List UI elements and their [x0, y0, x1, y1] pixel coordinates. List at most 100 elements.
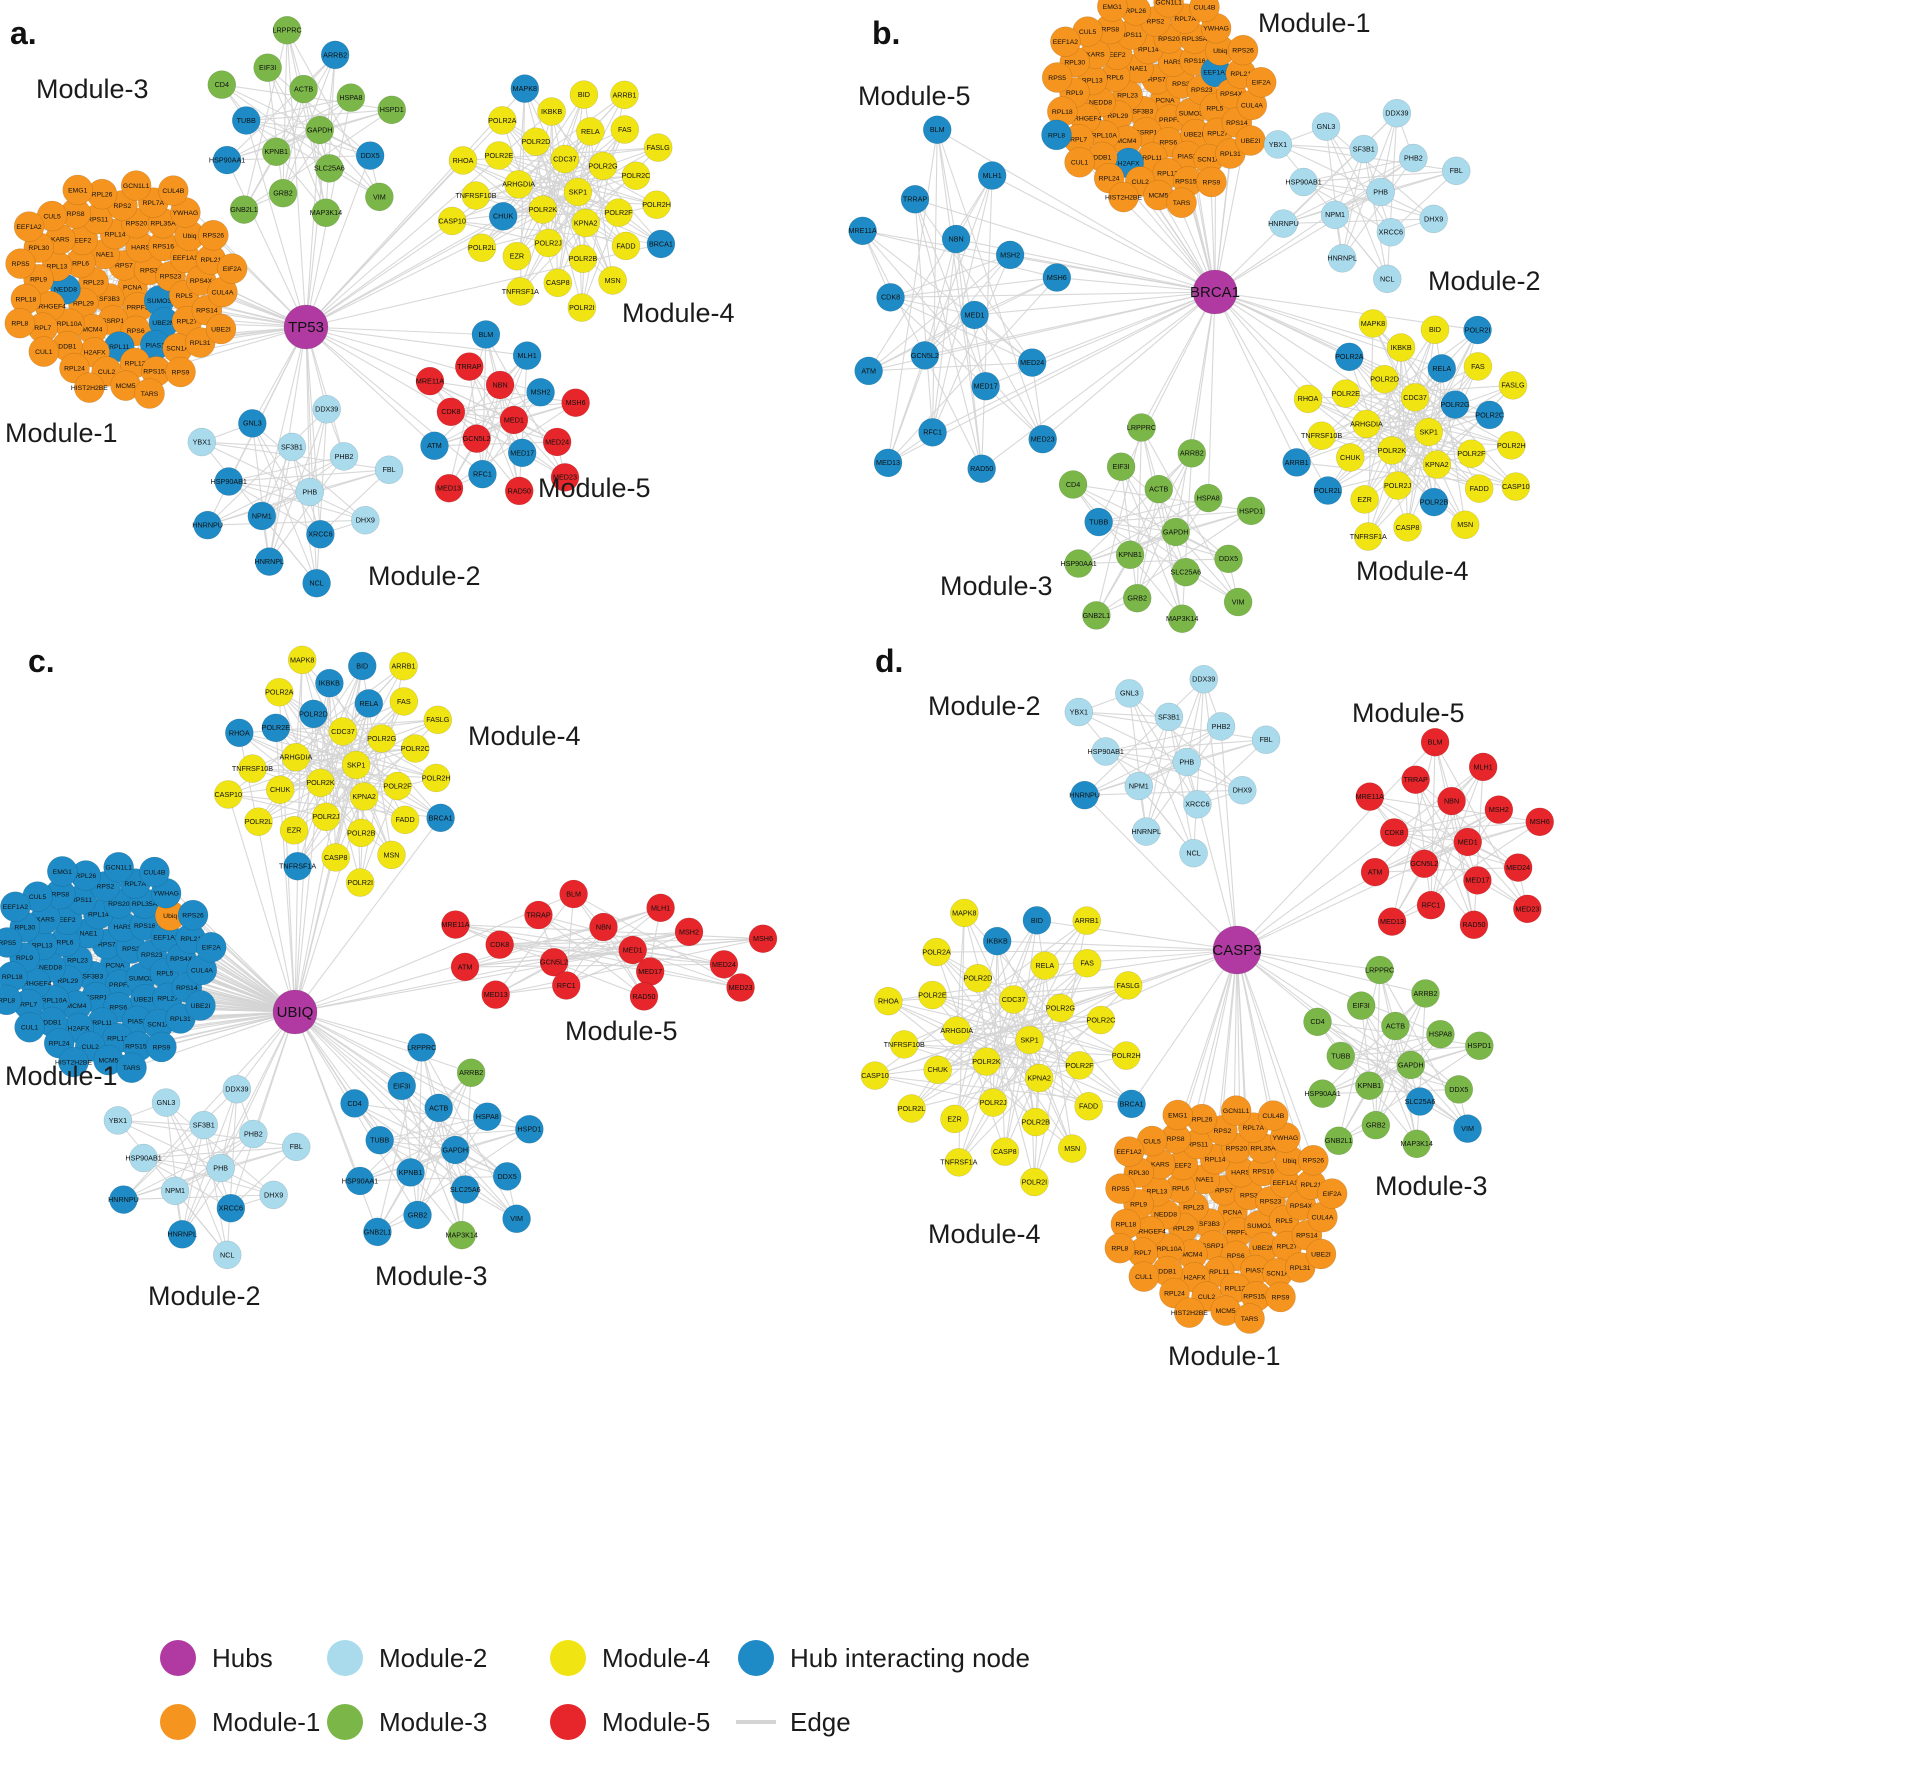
edge — [181, 1133, 254, 1235]
gene-node-EMG1 — [47, 856, 78, 887]
edge — [354, 1102, 517, 1220]
panel-letter-c: c. — [28, 643, 55, 679]
gene-node-RPS5 — [0, 927, 23, 958]
legend-label: Module-2 — [379, 1643, 487, 1673]
gene-node-CUL4B — [1258, 1100, 1289, 1131]
gene-node-KPNA2 — [1422, 450, 1452, 479]
gene-node-BLM — [471, 320, 501, 349]
hub-edge — [1056, 277, 1216, 293]
gene-node-YBX1 — [1064, 697, 1094, 727]
gene-node-GCN1L1 — [1153, 0, 1184, 18]
gene-node-CDK8 — [876, 283, 905, 312]
gene-node-TARS — [1166, 187, 1197, 218]
gene-node-GNB2L1 — [229, 195, 259, 224]
hub-edge — [305, 215, 504, 328]
edge — [1120, 466, 1183, 619]
edge — [1391, 821, 1541, 923]
gene-node-FAS — [389, 687, 419, 716]
gene-node-FADD — [390, 805, 420, 835]
gene-node-CHUK — [488, 202, 518, 231]
gene-node-CASP10 — [437, 206, 467, 236]
gene-node-XRCC6 — [1376, 217, 1406, 247]
gene-node-TRRAP — [900, 185, 930, 214]
hub-edge — [294, 817, 442, 1013]
module-label-module-3: Module-3 — [375, 1261, 488, 1291]
gene-node-GCN5L2 — [539, 947, 569, 977]
edge — [1186, 679, 1205, 763]
gene-node-PHB2 — [1206, 712, 1236, 741]
hub-edge — [294, 1011, 472, 1074]
gene-node-ARRB1 — [610, 80, 639, 110]
edge — [123, 1194, 274, 1201]
hub-edge — [1036, 919, 1238, 951]
gene-node-RPS5 — [1105, 1173, 1136, 1204]
hub-edge — [261, 326, 307, 517]
hub-edge — [181, 1011, 296, 1235]
gene-node-YBX1 — [187, 427, 217, 457]
gene-node-TNFRSF1A — [506, 277, 535, 306]
edge — [282, 97, 352, 194]
edge — [564, 147, 659, 160]
hub-edge — [1084, 794, 1238, 951]
gene-node-GCN1L1 — [1220, 1095, 1252, 1126]
gene-node-BID — [1022, 906, 1052, 935]
gene-node-MED24 — [542, 427, 572, 457]
gene-node-CUL1 — [28, 336, 60, 367]
edge — [1078, 558, 1229, 565]
gene-node-CDK8 — [485, 930, 514, 959]
edge — [286, 29, 380, 198]
gene-node-RHOA — [225, 718, 254, 748]
edge — [1095, 427, 1142, 616]
hub-edge — [1214, 291, 1430, 433]
hub-edge — [1207, 291, 1216, 499]
edge — [1434, 741, 1528, 910]
legend-label: Hubs — [212, 1643, 273, 1673]
edge — [573, 893, 645, 997]
edge — [936, 129, 1044, 440]
gene-node-NCL — [302, 568, 331, 598]
gene-node-RHOA — [448, 146, 478, 175]
gene-node-HSPD1 — [1236, 496, 1266, 526]
gene-node-EEF1A2 — [1113, 1136, 1145, 1167]
edge — [1430, 800, 1453, 906]
gene-node-PHB2 — [1399, 143, 1428, 173]
hub-edge — [985, 291, 1216, 387]
edge — [518, 88, 526, 185]
gene-node-EZR — [940, 1104, 969, 1134]
legend-swatch-module3 — [327, 1704, 363, 1740]
gene-node-MAPK8 — [950, 898, 979, 928]
gene-node-CASP8 — [321, 843, 350, 872]
gene-node-PHB2 — [239, 1119, 268, 1149]
gene-node-NBN — [1437, 786, 1466, 816]
gene-node-DDX5 — [1444, 1075, 1474, 1104]
edge — [201, 441, 366, 521]
edge — [936, 951, 1006, 1152]
gene-node-TRRAP — [455, 352, 484, 381]
edge — [221, 84, 371, 157]
edge — [268, 446, 293, 562]
edge — [1415, 779, 1432, 906]
gene-node-SF3B1 — [189, 1110, 219, 1140]
gene-node-RELA — [1030, 951, 1060, 980]
edge — [1374, 766, 1484, 873]
edge — [1084, 678, 1205, 796]
hub-label-UBIQ: UBIQ — [277, 1004, 314, 1021]
gene-node-ACTB — [424, 1093, 453, 1123]
gene-node-GAPDH — [1396, 1050, 1426, 1080]
edge — [452, 220, 549, 244]
edge — [974, 277, 1058, 316]
edge — [1325, 126, 1434, 220]
gene-node-CD4 — [1058, 470, 1088, 499]
edge — [499, 944, 724, 965]
gene-node-PHB — [1366, 177, 1395, 207]
legend-label: Module-3 — [379, 1707, 487, 1737]
gene-node-MED13 — [1377, 907, 1407, 936]
legend-label: Module-4 — [602, 1643, 710, 1673]
gene-node-RAD50 — [505, 476, 534, 506]
gene-node-NPM1 — [1124, 771, 1154, 801]
gene-node-EMG1 — [1162, 1099, 1193, 1131]
edge — [359, 785, 399, 883]
gene-node-MED23 — [550, 463, 580, 492]
edge — [1128, 693, 1198, 805]
edge — [243, 30, 288, 210]
